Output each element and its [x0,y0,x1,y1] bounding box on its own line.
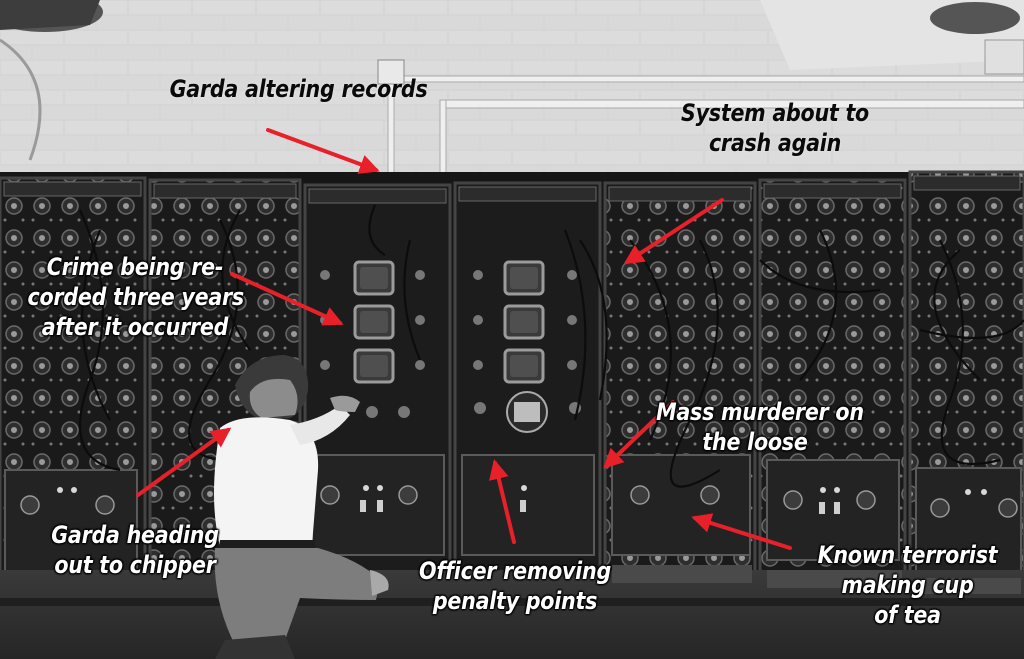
caption-crime-recorded: Crime being re- corded three years after… [27,253,245,341]
caption-garda-chipper: Garda heading out to chipper [51,521,219,579]
caption-terrorist-tea: Known terrorist making cup of tea [817,541,998,629]
caption-garda-records: Garda altering records [169,75,428,103]
caption-mass-murderer: Mass murderer on the loose [656,398,864,456]
caption-officer-points: Officer removing penalty points [419,557,611,615]
operator-figure [214,355,389,659]
caption-system-crash: System about to crash again [681,99,869,157]
